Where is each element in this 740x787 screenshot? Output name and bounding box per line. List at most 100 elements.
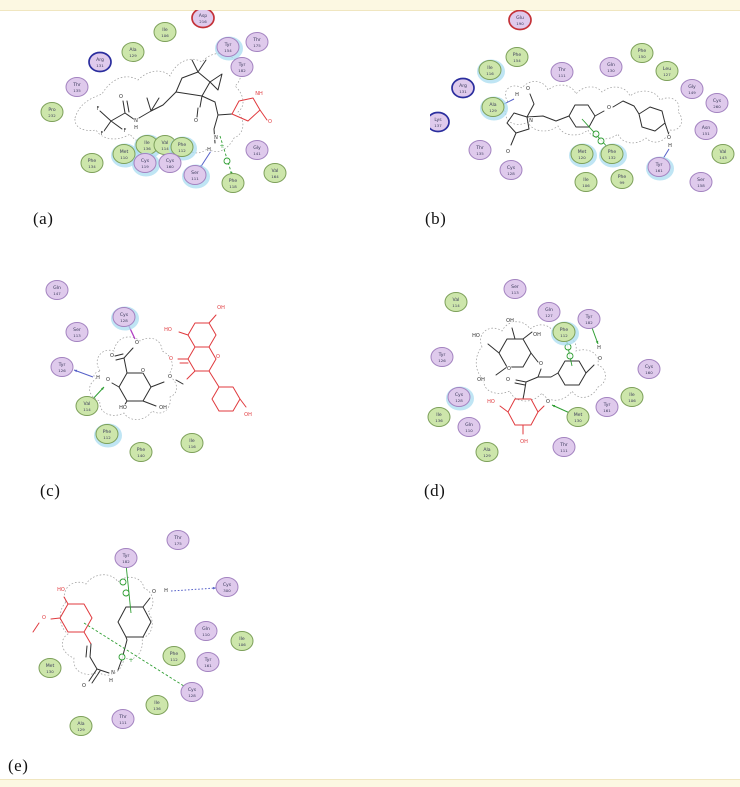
residue-name: Arg xyxy=(459,83,467,89)
pi-ring-icon xyxy=(118,653,126,661)
atom-label: H xyxy=(134,125,138,131)
atom-label: O xyxy=(506,377,510,383)
panel-label-b: (b) xyxy=(425,209,447,228)
residue-name: Ile xyxy=(189,438,195,444)
atom-label: N xyxy=(214,135,218,141)
residue-number: 130 xyxy=(574,418,582,423)
residue-number: 136 xyxy=(143,146,151,151)
ligand-skeleton xyxy=(526,104,596,128)
residue-name: Pro xyxy=(48,107,55,113)
atom-label: HO xyxy=(119,405,127,411)
atom-label: H xyxy=(207,147,211,153)
residue-name: Gly xyxy=(253,145,261,151)
residue-name: Gln xyxy=(465,422,473,428)
residue-number: 161 xyxy=(204,663,212,668)
atom-label: O xyxy=(168,374,172,380)
atom-label: H xyxy=(597,345,601,351)
panel-label-c: (c) xyxy=(40,481,61,500)
residue-number: 143 xyxy=(719,155,727,160)
ligand-skeleton xyxy=(118,372,152,402)
residue-number: 114 xyxy=(83,407,91,412)
residue-name: Ser xyxy=(697,177,705,183)
residue-number: 151 xyxy=(702,131,710,136)
residue-name: Thr xyxy=(173,535,182,541)
atom-label: HO xyxy=(164,327,172,333)
ligand-skeleton xyxy=(594,100,670,136)
residue-name: Thr xyxy=(557,67,566,73)
residue-name: Phe xyxy=(618,174,627,180)
residue-name: Phe xyxy=(137,447,146,453)
residue-number: 154 xyxy=(224,48,232,53)
atom-label: F xyxy=(124,128,127,134)
residue-number: 129 xyxy=(489,108,497,113)
residue-name: Gln xyxy=(607,62,615,68)
interaction-pipi xyxy=(119,563,132,614)
atom-label: H xyxy=(96,375,100,381)
cation-plus-icon: + xyxy=(128,657,133,664)
residue-name: Ile xyxy=(239,636,245,642)
residue-number: 134 xyxy=(88,164,96,169)
residue-number: 140 xyxy=(137,453,145,458)
residue-number: 137 xyxy=(434,123,442,128)
residue-name: Tyr xyxy=(655,162,663,168)
residue-number: 129 xyxy=(483,453,491,458)
atom-label: F xyxy=(97,106,100,112)
atom-label: H xyxy=(668,143,672,149)
residue-name: Tyr xyxy=(204,657,212,663)
arrow-head xyxy=(552,405,556,408)
atom-label: HO xyxy=(472,333,480,339)
residue-name: Phe xyxy=(178,142,187,148)
ligand-red-moiety xyxy=(32,596,93,645)
residue-name: Val xyxy=(453,297,460,303)
residue-name: Ala xyxy=(489,102,496,108)
residue-number: 113 xyxy=(511,290,519,295)
residue-number: 106 xyxy=(582,183,590,188)
atom-label: O xyxy=(42,615,46,621)
atom-label: O xyxy=(216,354,220,360)
residue-name: Ser xyxy=(73,327,81,333)
residue-name: Ser xyxy=(191,170,199,176)
residue-number: 128 xyxy=(188,693,196,698)
residue-number: 158 xyxy=(697,183,705,188)
residue-name: Ile xyxy=(629,392,635,398)
residue-number: 130 xyxy=(607,68,615,73)
interaction-hbond xyxy=(170,586,217,592)
residue-name: Tyr xyxy=(438,352,446,358)
atom-label: O xyxy=(546,399,550,405)
atom-label: H xyxy=(109,678,113,684)
residue-name: Asp xyxy=(199,13,208,19)
residue-name: Cys xyxy=(713,98,722,104)
atom-label: O xyxy=(110,353,114,359)
residue-name: Thr xyxy=(72,82,81,88)
residue-number: 111 xyxy=(558,73,566,78)
arrow-head xyxy=(101,387,104,391)
residue-number: 120 xyxy=(578,155,586,160)
